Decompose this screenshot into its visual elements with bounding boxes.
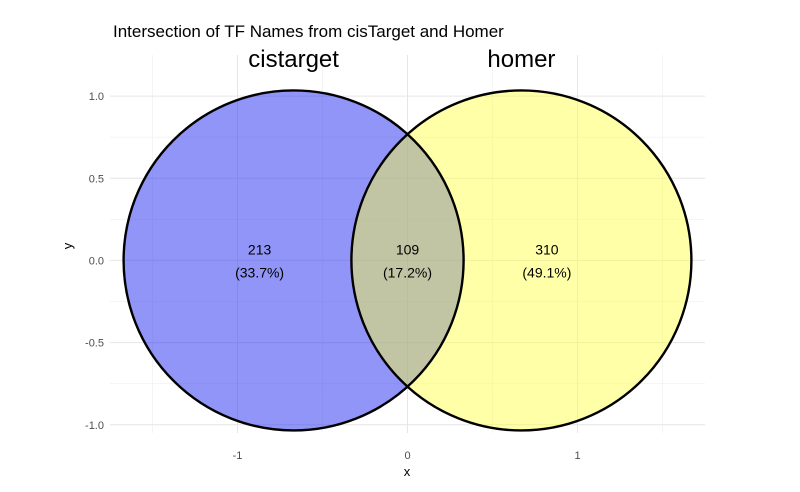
set-outline-cistarget (122, 89, 465, 432)
x-tick-label: -1 (233, 450, 243, 462)
region-percent-label: (49.1%) (522, 264, 571, 280)
y-tick-label: 1.0 (89, 91, 104, 103)
y-tick-label: 0.0 (89, 255, 104, 267)
set-circle-cistarget (123, 90, 464, 431)
y-tick-label: 0.5 (89, 173, 104, 185)
x-tick-label: 0 (404, 450, 410, 462)
y-tick-label: -1.0 (85, 420, 104, 432)
set-circle-homer (351, 90, 692, 431)
labels: cistarget homer 213 (33.7%) 109 (17.2%) 310 (49… (235, 46, 571, 280)
x-axis-title: x (404, 464, 411, 479)
region-count-label: 109 (396, 241, 420, 257)
region-count-label: 213 (248, 241, 272, 257)
region-percent-label: (17.2%) (383, 264, 432, 280)
set-circles (122, 89, 693, 432)
axis-ticks: -1 0 1 1.0 0.5 0.0 -0.5 -1.0 (85, 91, 581, 462)
region-count-label: 310 (535, 241, 559, 257)
region-percent-label: (33.7%) (235, 264, 284, 280)
set-outline-homer (350, 89, 693, 432)
y-tick-label: -0.5 (85, 338, 104, 350)
chart-title: Intersection of TF Names from cisTarget … (113, 22, 504, 41)
x-tick-label: 1 (574, 450, 580, 462)
set-label: cistarget (248, 46, 339, 73)
y-axis-title: y (60, 242, 75, 249)
set-label: homer (487, 46, 555, 73)
